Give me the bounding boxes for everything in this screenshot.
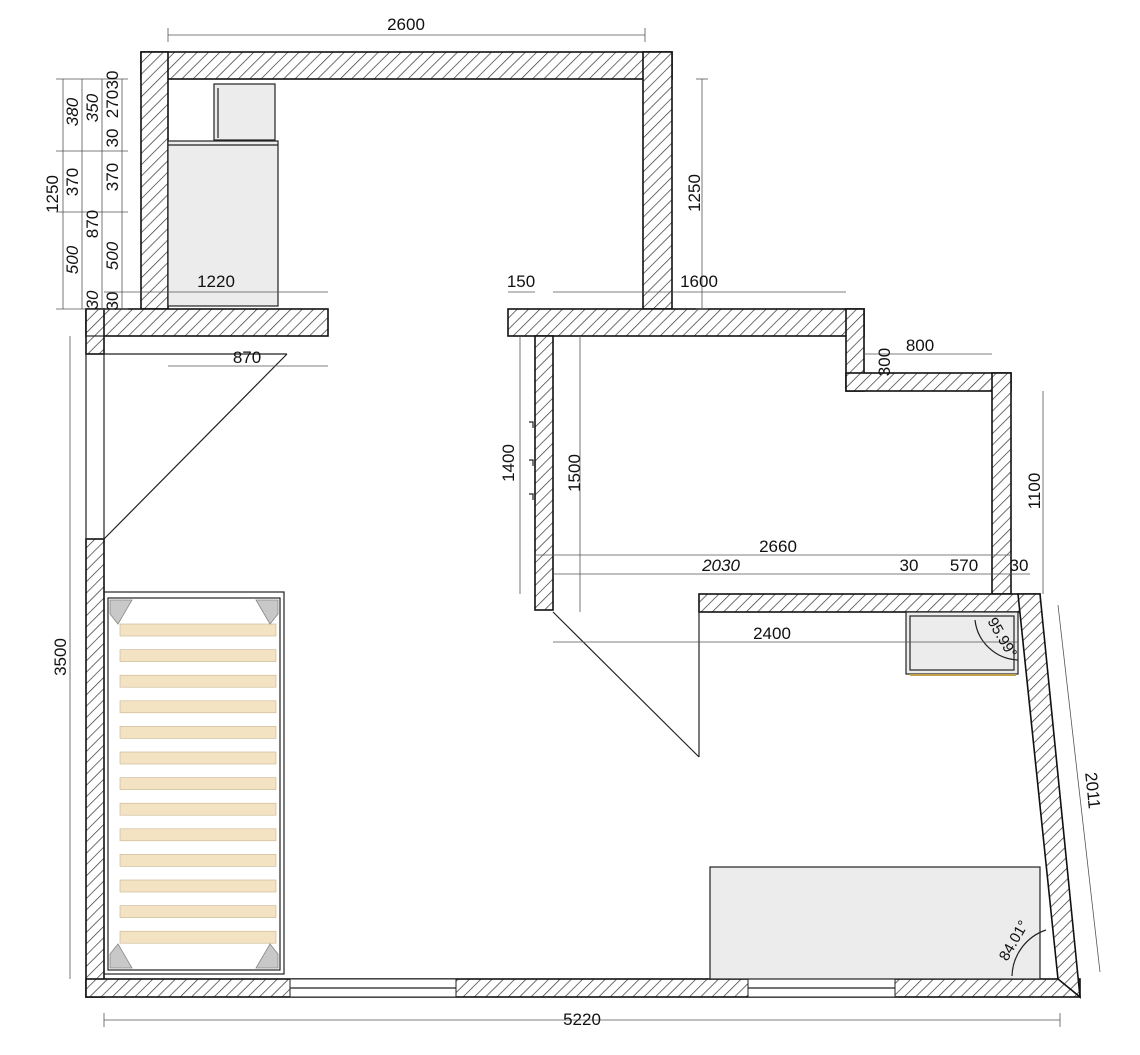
bed-slat <box>119 828 277 842</box>
dim-room-2660: 2660 <box>759 537 797 556</box>
markers <box>529 421 534 500</box>
dim-left-350: 350 <box>83 93 102 122</box>
dim-left-30c: 30 <box>103 129 122 148</box>
bed-corner-tl <box>109 599 133 625</box>
dim-door-150: 150 <box>507 272 535 291</box>
bed-slat <box>119 700 277 714</box>
bed-slat <box>119 751 277 765</box>
wall-room-left <box>534 335 554 611</box>
dim-bottom-5220: 5220 <box>563 1010 601 1029</box>
dim-top-2600: 2600 <box>387 15 425 34</box>
dim-left-500b: 500 <box>103 241 122 270</box>
bed-slat <box>119 623 277 637</box>
dim-left-500a: 500 <box>63 245 82 274</box>
dim-room-1100: 1100 <box>1025 473 1044 510</box>
dim-kitchen-1220: 1220 <box>197 272 235 291</box>
dimension-labels: 2600 1250 1250 380 370 870 500 30 350 30… <box>43 15 1104 1029</box>
dim-left-380: 380 <box>63 97 82 126</box>
dim-left-30d: 30 <box>103 292 122 311</box>
bed-slat <box>119 905 277 918</box>
wall-kitchen-left <box>140 51 169 310</box>
wall-right-slanted <box>1017 593 1081 999</box>
dim-room-1400: 1400 <box>499 444 518 482</box>
lower-cabinet <box>167 140 279 307</box>
upper-cabinet <box>213 83 276 141</box>
dim-left-1250: 1250 <box>43 175 62 213</box>
left-niche <box>85 335 288 540</box>
windows <box>289 978 896 998</box>
kitchen-cabinets <box>167 83 279 307</box>
bed-slats <box>119 623 277 944</box>
bed-slat <box>119 777 277 790</box>
bed-slat <box>119 649 277 662</box>
dim-left-870: 870 <box>83 210 102 238</box>
dim-left-3500: 3500 <box>51 638 70 676</box>
wall-kitchen-bottom-left <box>85 308 329 337</box>
bed-slat <box>119 674 277 688</box>
wall-kitchen-top <box>140 51 673 80</box>
bed-slat <box>119 879 277 893</box>
corner-cabinet <box>905 611 1019 676</box>
bed-corner-br <box>255 943 279 969</box>
wall-kitchen-right <box>642 51 673 310</box>
dim-niche-870: 870 <box>233 348 261 367</box>
dim-step-300: 300 <box>875 348 894 376</box>
wall-room-right <box>991 372 1012 595</box>
dim-room-1500: 1500 <box>565 454 584 492</box>
desk <box>709 866 1047 980</box>
dim-room-2030: 2030 <box>701 556 740 575</box>
dim-slant-2011: 2011 <box>1081 771 1104 809</box>
bed-corner-tr <box>255 599 279 625</box>
dim-corridor-1600: 1600 <box>680 272 718 291</box>
wall-middle-horizontal <box>507 308 865 337</box>
dim-left-30a: 30 <box>83 290 102 309</box>
bed-corner-bl <box>109 943 133 969</box>
dimension-lines <box>56 28 1101 1027</box>
bed-slat <box>119 854 277 867</box>
wall-step-horizontal <box>845 372 1012 392</box>
wall-left-outer <box>85 538 105 998</box>
bed <box>103 591 285 975</box>
wall-left-outer-upper <box>85 308 105 355</box>
bed-slat <box>119 726 277 739</box>
dim-partition-2400: 2400 <box>753 624 791 643</box>
dim-span-570: 570 <box>950 556 978 575</box>
dim-left-270: 270 <box>103 90 122 118</box>
dim-right-1250: 1250 <box>685 174 704 212</box>
bed-slat <box>119 802 277 816</box>
bed-frame <box>103 591 285 975</box>
bed-slat <box>119 930 277 944</box>
dim-step-800: 800 <box>906 336 934 355</box>
dim-left-30b: 30 <box>103 71 122 90</box>
wall-bottom <box>85 978 1081 998</box>
dim-gap-30b: 30 <box>1010 556 1029 575</box>
dim-gap-30a: 30 <box>900 556 919 575</box>
wall-room-bottom <box>698 593 1041 613</box>
dim-left-370b: 370 <box>103 163 122 191</box>
dim-left-370a: 370 <box>63 168 82 196</box>
room-door-swing <box>552 594 700 758</box>
